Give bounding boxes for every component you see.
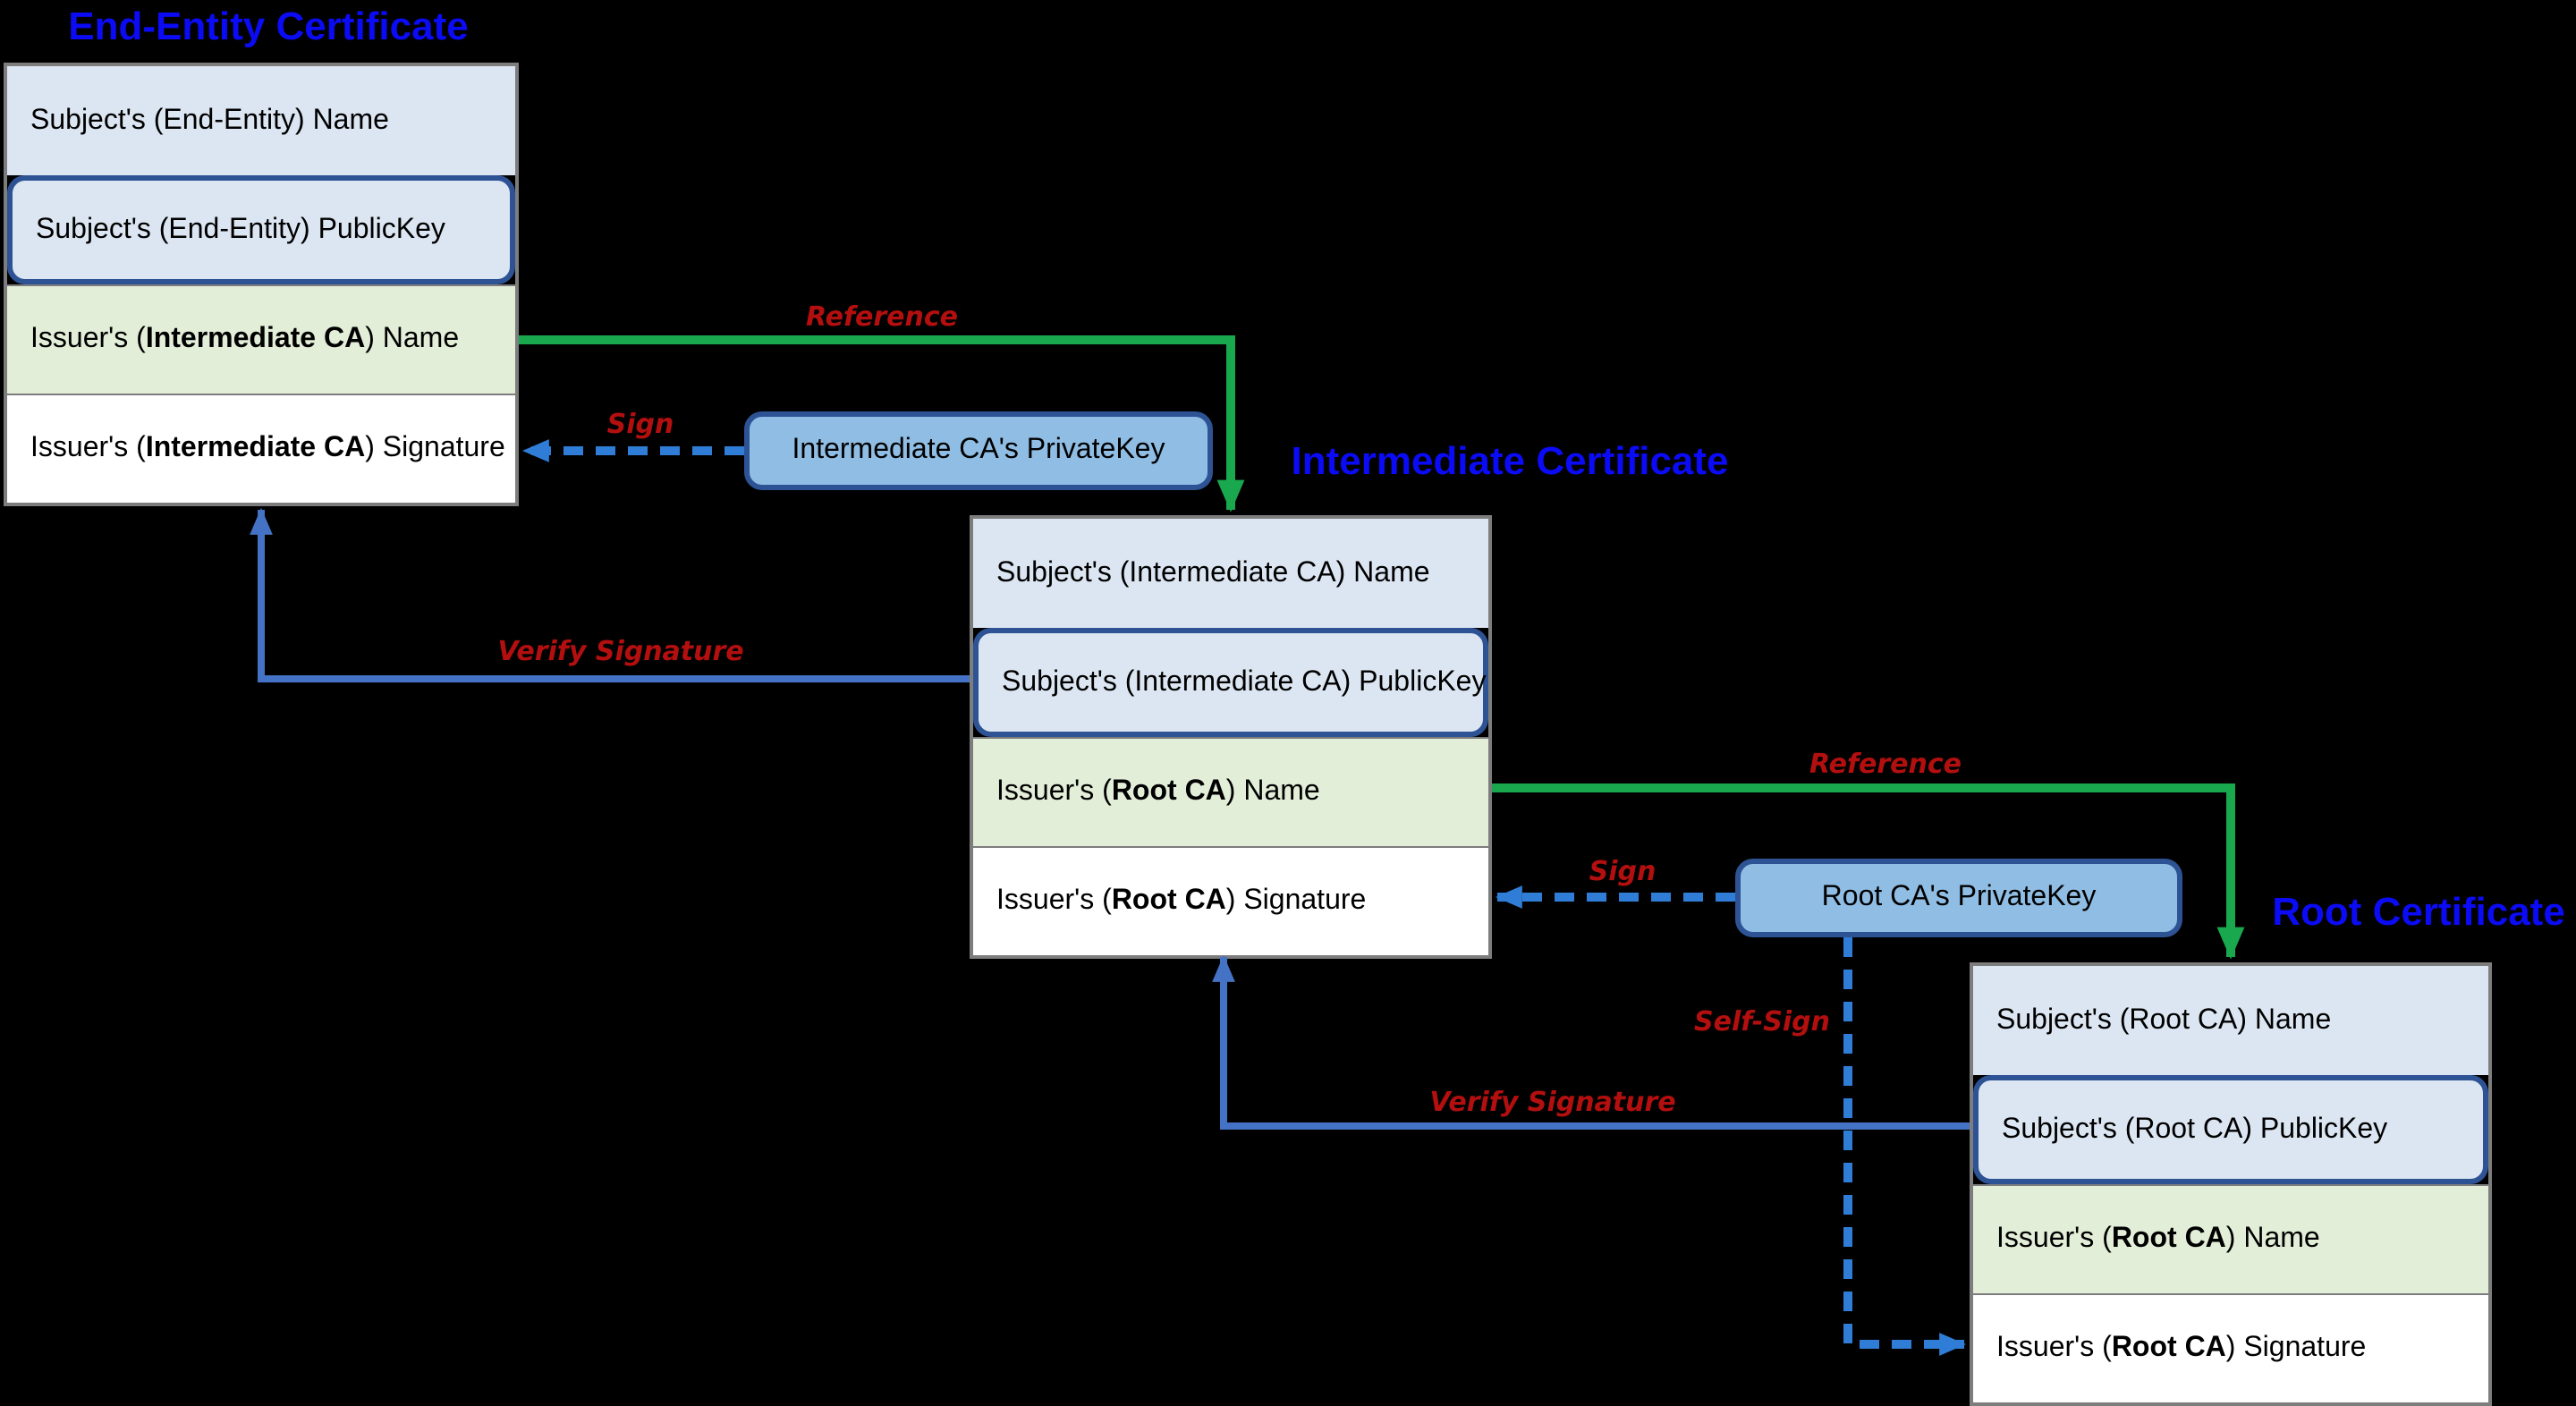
intermediate-certificate-title: Intermediate Certificate [1291,438,1729,483]
root-subject-name-row: Subject's (Root CA) Name [1973,966,2488,1075]
reference-label-root: Reference [1809,748,1962,780]
root-issuer-signature-row: Issuer's (Root CA) Signature [1973,1293,2488,1402]
self-sign-label-root: Self-Sign [1694,1005,1830,1038]
root-ca-privatekey-box: Root CA's PrivateKey [1735,859,2182,937]
intermediate-certificate-stack: Subject's (Intermediate CA) Name Subject… [970,515,1492,959]
root-certificate-stack: Subject's (Root CA) Name Subject's (Root… [1970,962,2492,1406]
sign-label-end-entity: Sign [606,408,674,440]
verify-signature-label-end-entity: Verify Signature [497,635,744,667]
end-entity-certificate-title: End-Entity Certificate [68,4,469,48]
reference-label-end-entity: Reference [806,301,958,333]
self-sign-arrow-root [1843,937,1967,1356]
intermediate-subject-publickey-row: Subject's (Intermediate CA) PublicKey [973,628,1488,737]
intermediate-issuer-signature-row: Issuer's (Root CA) Signature [973,846,1488,955]
end-entity-certificate-stack: Subject's (End-Entity) Name Subject's (E… [4,63,519,506]
root-subject-publickey-row: Subject's (Root CA) PublicKey [1973,1075,2488,1184]
end-entity-issuer-signature-row: Issuer's (Intermediate CA) Signature [7,394,515,503]
verify-signature-arrow-root [1212,954,1970,1130]
reference-arrow-end-entity [519,335,1245,512]
intermediate-ca-privatekey-box: Intermediate CA's PrivateKey [744,411,1213,490]
intermediate-subject-name-row: Subject's (Intermediate CA) Name [973,519,1488,628]
reference-arrow-root [1492,783,2245,960]
end-entity-subject-publickey-row: Subject's (End-Entity) PublicKey [7,175,515,284]
intermediate-issuer-name-row: Issuer's (Root CA) Name [973,737,1488,846]
root-certificate-title: Root Certificate [2272,889,2565,934]
verify-signature-arrow-end-entity [250,507,970,682]
end-entity-issuer-name-row: Issuer's (Intermediate CA) Name [7,284,515,394]
sign-label-root: Sign [1589,855,1657,887]
verify-signature-label-root: Verify Signature [1429,1086,1676,1118]
root-issuer-name-row: Issuer's (Root CA) Name [1973,1184,2488,1293]
end-entity-subject-name-row: Subject's (End-Entity) Name [7,66,515,175]
